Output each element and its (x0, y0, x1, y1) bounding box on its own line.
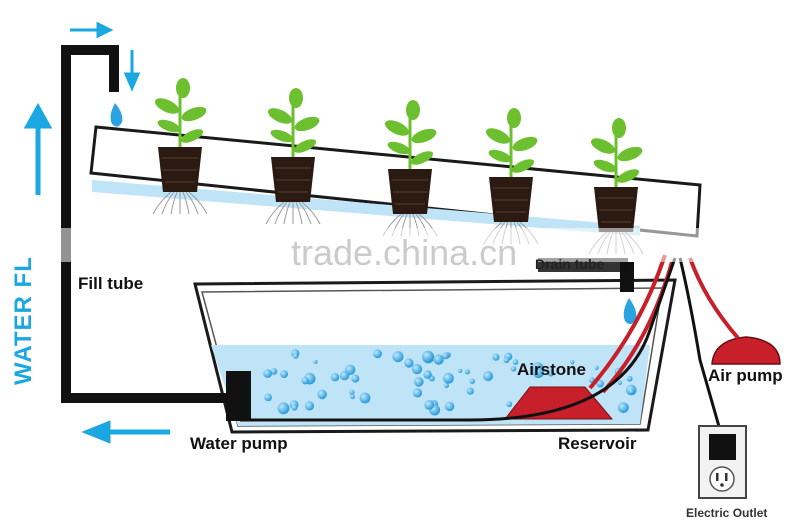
fill-tube (61, 45, 236, 403)
air-bubble (458, 368, 463, 373)
arrow-down-icon (123, 50, 141, 92)
air-bubble (492, 353, 500, 361)
air-bubble (443, 372, 454, 384)
water-pump-label: Water pump (190, 434, 288, 453)
air-bubble (469, 378, 475, 384)
airstone-label: Airstone (517, 360, 586, 379)
air-bubble (280, 370, 288, 378)
arrow-left-icon (81, 420, 170, 444)
air-bubble (277, 402, 290, 415)
air-bubble (466, 387, 474, 395)
air-bubble (617, 380, 623, 385)
air-bubble (444, 401, 455, 412)
air-bubble (442, 352, 450, 360)
air-bubble (503, 357, 510, 364)
air-bubble (301, 377, 309, 385)
air-bubble (532, 366, 545, 378)
air-bubble (411, 364, 423, 375)
airstone (503, 386, 614, 420)
air-bubble (351, 374, 360, 383)
arrow-up-icon (23, 102, 53, 195)
air-bubble (464, 369, 470, 375)
air-bubble (313, 359, 318, 364)
plant (152, 78, 208, 215)
air-bubble (626, 375, 633, 382)
plants (152, 78, 644, 255)
reservoir-label: Reservoir (558, 434, 637, 453)
flow-arrows (23, 21, 170, 444)
air-pump (711, 336, 781, 365)
air-line-1 (588, 254, 667, 390)
air-bubble (424, 400, 435, 410)
watermark-band (20, 228, 700, 262)
air-bubble (547, 369, 555, 377)
air-bubble (264, 393, 272, 402)
air-bubble (404, 358, 414, 368)
air-bubble (414, 377, 424, 387)
fill-tube-label: Fill tube (78, 274, 144, 293)
air-pump-label: Air pump (708, 366, 783, 385)
air-bubble (570, 360, 575, 365)
air-bubble (628, 388, 635, 395)
power-cord-waterpump (240, 257, 677, 422)
air-bubble (422, 350, 434, 363)
air-bubble (270, 368, 278, 375)
electric-outlet-label: Electric Outlet (686, 506, 768, 520)
drain-tube-label: Drain tube (535, 256, 605, 272)
air-bubble (412, 388, 423, 398)
air-bubble (373, 349, 382, 359)
air-bubble (350, 394, 356, 400)
air-bubble (330, 373, 340, 382)
arrow-right-icon (70, 21, 114, 39)
air-bubble (483, 371, 494, 382)
air-bubble (359, 392, 371, 404)
electric-outlet (698, 425, 747, 499)
air-bubble (617, 402, 629, 413)
air-bubble (433, 354, 444, 365)
air-bubble (304, 401, 315, 411)
air-bubble (594, 365, 599, 370)
air-bubble (423, 370, 432, 379)
air-bubble (596, 380, 604, 388)
drip-drop-drain (623, 298, 637, 325)
air-bubble (291, 404, 298, 411)
plant (382, 100, 438, 237)
air-bubbles (263, 349, 637, 416)
water-pump (226, 371, 251, 421)
air-bubble (349, 389, 355, 395)
plant (483, 108, 539, 245)
watermark-text: trade.china.cn (291, 232, 518, 273)
air-bubble (512, 359, 519, 365)
drip-drop-top (110, 103, 123, 127)
air-line-3 (688, 257, 740, 340)
air-bubble (444, 383, 449, 389)
power-cord-outlet (678, 257, 722, 431)
air-bubble (510, 366, 517, 372)
water-flow-label: WATER FL (10, 256, 37, 385)
air-bubble (317, 389, 327, 400)
air-bubble (392, 351, 404, 363)
air-bubble (345, 364, 356, 375)
air-bubble (506, 401, 513, 408)
air-bubble (293, 353, 299, 359)
air-bubble (263, 369, 272, 378)
plant (265, 88, 321, 225)
